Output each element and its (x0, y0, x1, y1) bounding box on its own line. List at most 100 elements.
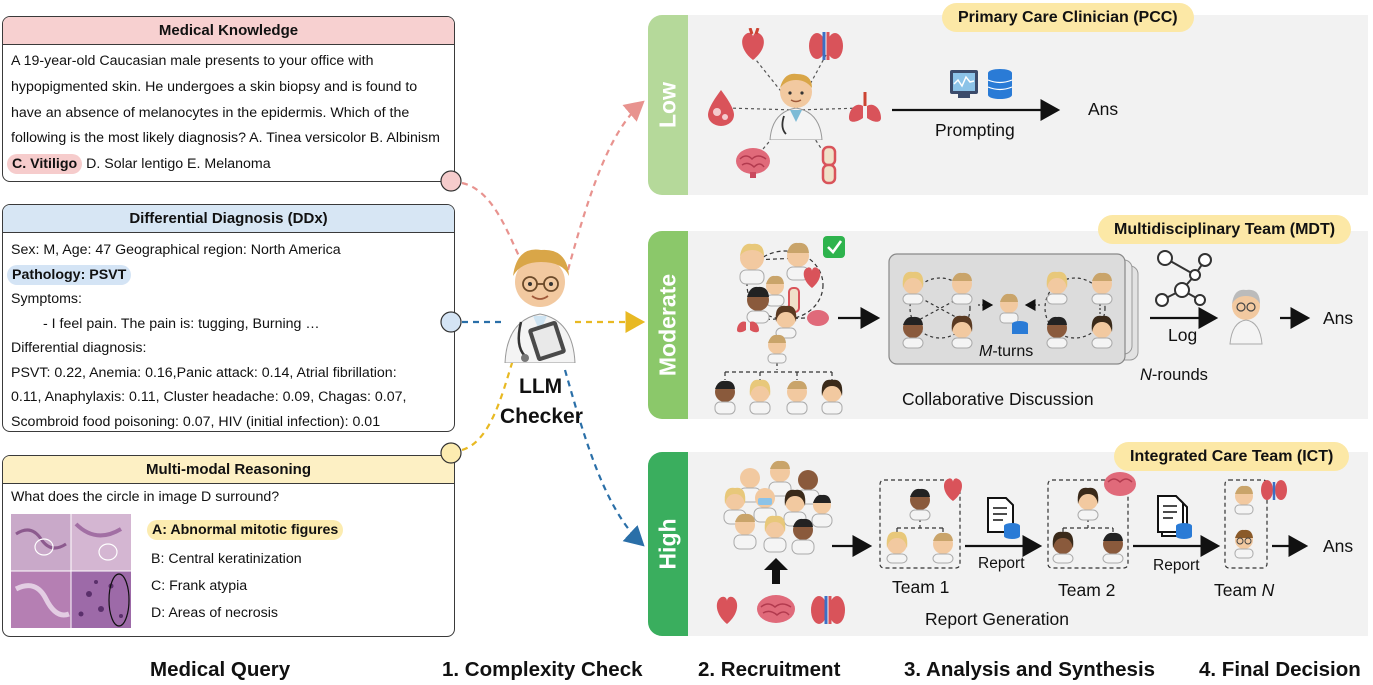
doctor-pcc-icon (769, 73, 823, 140)
ddx-dd-line-3: Scombroid food poisoning: 0.07, HIV (ini… (11, 413, 381, 430)
m-turns-em: M (979, 343, 993, 360)
dot-red (440, 170, 462, 192)
moderate-ans-label: Ans (1323, 308, 1354, 328)
ddx-line-1: Sex: M, Age: 47 Geographical region: Nor… (11, 242, 341, 258)
mk-answer-highlight: C. Vitiligo (7, 154, 83, 175)
teamN-prefix: Team (1214, 580, 1262, 600)
bone-joint-icon (821, 145, 837, 185)
ict-pill: Integrated Care Team (ICT) (1114, 442, 1350, 471)
monitor-icon (950, 70, 978, 98)
checker-label-1: LLM (519, 375, 563, 398)
team2-brain-icon (1104, 472, 1136, 496)
brain-icon (736, 148, 770, 178)
log-label: Log (1168, 325, 1198, 345)
teamN-label: Team N (1214, 580, 1274, 601)
arrow-to-low (566, 100, 645, 271)
m-turns-label: M-turns (979, 343, 1033, 361)
ddx-symptoms-label: Symptoms: (11, 291, 82, 307)
multimodal-answer-highlight: A: Abnormal mitotic figures (147, 520, 344, 540)
doctor-checker-icon (504, 249, 576, 363)
connector-yellow (461, 344, 520, 452)
brain-icon-small (757, 595, 795, 623)
collaborative-discussion-label: Collaborative Discussion (902, 389, 1094, 409)
heart-icon-small (716, 596, 738, 624)
prompting-label: Prompting (935, 120, 1015, 140)
mk-line-3: have an absence of melanocytes in the ep… (11, 104, 410, 121)
medical-knowledge-box: Medical Knowledge A 19-year-old Caucasia… (2, 16, 455, 182)
mk-line-4: following is the most likely diagnosis? … (11, 130, 440, 147)
mk-line-2: hypopigmented skin. He undergoes a skin … (11, 78, 418, 95)
avatar-group (714, 242, 1263, 415)
report-doc-icon-2 (1157, 495, 1192, 539)
step-analysis-synthesis: 3. Analysis and Synthesis (904, 658, 1156, 681)
blood-icon (708, 90, 734, 126)
kidney-icon (809, 32, 843, 60)
report-generation-label: Report Generation (925, 609, 1069, 629)
low-tab (648, 15, 688, 195)
mdt-pill: Multidisciplinary Team (MDT) (1098, 215, 1352, 244)
ddx-pathology-highlight: Pathology: PSVT (7, 264, 132, 285)
team2-box (1047, 479, 1129, 569)
multimodal-title: Multi-modal Reasoning (3, 456, 454, 484)
medical-knowledge-title: Medical Knowledge (3, 17, 454, 45)
ddx-title: Differential Diagnosis (DDx) (3, 205, 454, 233)
multimodal-answer-line: A: Abnormal mitotic figures (147, 520, 344, 540)
high-ans-label: Ans (1323, 536, 1354, 556)
ddx-symptom: - I feel pain. The pain is: tugging, Bur… (43, 315, 320, 332)
arrow-to-high (563, 369, 645, 547)
report-doc-icon-1 (987, 497, 1020, 539)
checker-label-2: Checker (500, 405, 583, 428)
multimodal-option-d: D: Areas of necrosis (151, 605, 278, 621)
multimodal-option-c: C: Frank atypia (151, 578, 248, 594)
team1-label: Team 1 (892, 577, 950, 597)
multimodal-box: Multi-modal Reasoning What does the circ… (2, 455, 455, 637)
step-medical-query: Medical Query (150, 658, 291, 681)
team2-label: Team 2 (1058, 580, 1116, 600)
report-label-1: Report (978, 555, 1025, 572)
m-turns-rest: -turns (992, 343, 1034, 360)
n-rounds-rest: -rounds (1151, 366, 1208, 384)
multimodal-question: What does the circle in image D surround… (11, 489, 280, 505)
step-final-decision: 4. Final Decision (1199, 658, 1361, 681)
team1-heart-icon (943, 478, 963, 501)
team1-box (879, 479, 961, 569)
mk-line-1: A 19-year-old Caucasian male presents to… (11, 53, 374, 69)
database-icon (987, 69, 1013, 99)
ddx-text: Sex: M, Age: 47 Geographical region: Nor… (3, 233, 454, 431)
n-rounds-label: N-rounds (1140, 366, 1208, 385)
ddx-box: Differential Diagnosis (DDx) Sex: M, Age… (2, 204, 455, 432)
medical-knowledge-text: A 19-year-old Caucasian male presents to… (3, 45, 454, 178)
teamN-box (1224, 479, 1268, 569)
histology-image (11, 514, 131, 628)
ddx-dd-line-2: 0.11, Anaphylaxis: 0.11, Cluster headach… (11, 389, 407, 405)
mk-line-5: C. Vitiligo D. Solar lentigo E. Melanoma (7, 152, 454, 178)
ddx-dd-label: Differential diagnosis: (11, 340, 147, 356)
teamN-em: N (1261, 580, 1275, 600)
heart-icon (742, 28, 764, 60)
low-ans-label: Ans (1088, 99, 1119, 119)
multimodal-option-b: B: Central keratinization (151, 551, 302, 567)
step-recruitment: 2. Recruitment (698, 658, 841, 681)
n-rounds-em: N (1140, 366, 1152, 384)
ddx-pathology-line: Pathology: PSVT (7, 263, 454, 288)
kidney-icon-small (811, 596, 845, 624)
doctor-crowd (723, 460, 833, 555)
pcc-pill: Primary Care Clinician (PCC) (942, 3, 1194, 32)
report-label-2: Report (1153, 557, 1200, 574)
lungs-icon (849, 92, 881, 122)
ddx-dd-line-1: PSVT: 0.22, Anemia: 0.16,Panic attack: 0… (11, 364, 397, 381)
step-complexity-check: 1. Complexity Check (442, 658, 643, 681)
moderate-tab (648, 231, 688, 419)
dot-blue (440, 311, 462, 333)
up-arrow (764, 558, 788, 584)
connector-red (461, 181, 523, 263)
mk-answer-rest: D. Solar lentigo E. Melanoma (82, 156, 271, 173)
high-tab (648, 452, 688, 636)
dot-yellow (440, 442, 462, 464)
teamN-kidney-icon (1261, 480, 1287, 500)
